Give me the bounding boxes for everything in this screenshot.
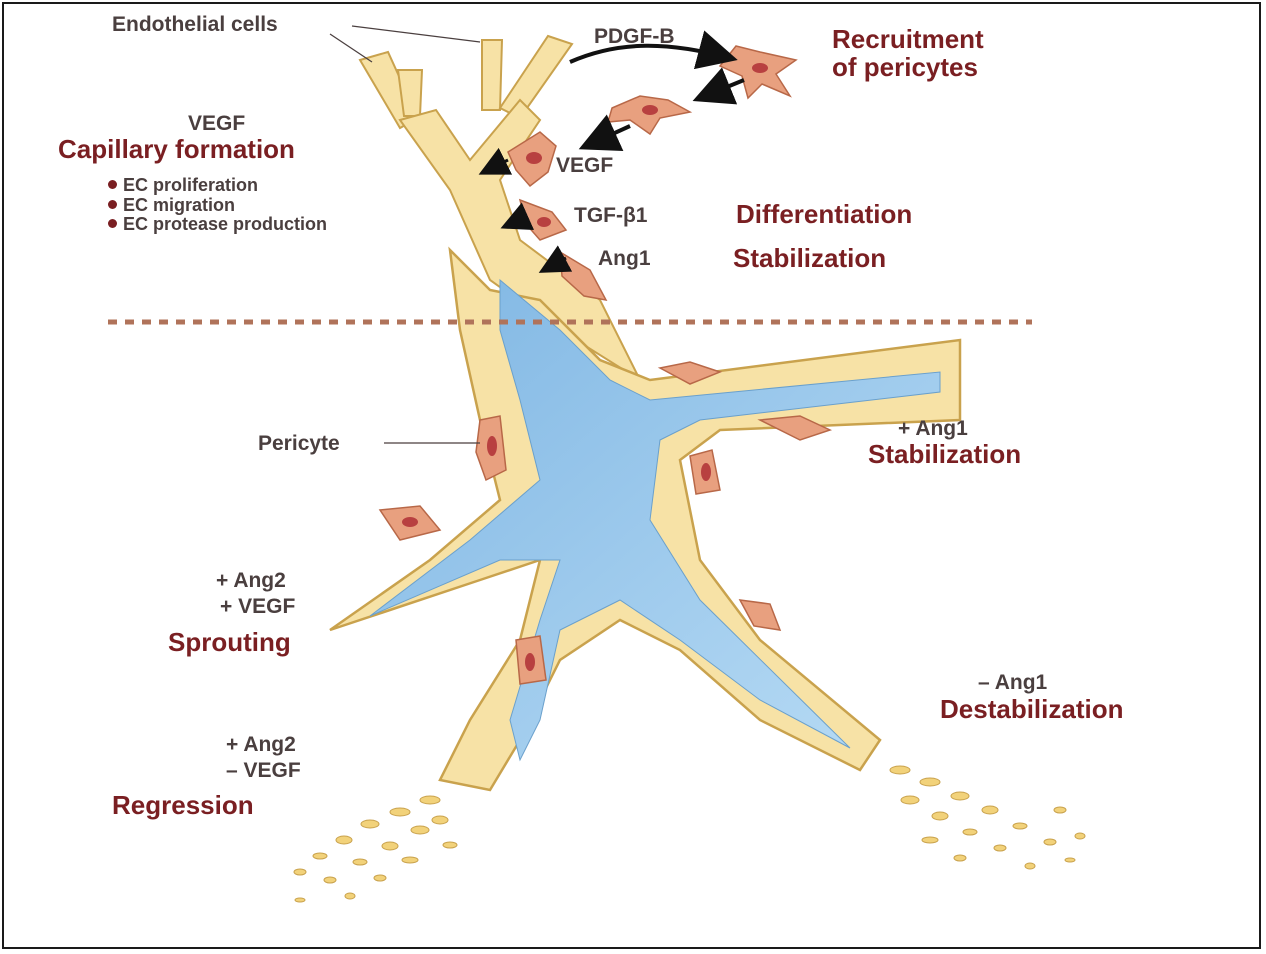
bullet-dot-icon [108,219,117,228]
vegf-mid-label: VEGF [556,155,613,176]
pdgf-b-label: PDGF-B [594,26,675,47]
sprouting-label: Sprouting [168,629,291,655]
ang1-label: Ang1 [598,248,651,269]
minus-ang1-label: – Ang1 [978,672,1047,693]
vegf-top-label: VEGF [188,113,245,134]
pericyte-label: Pericyte [258,433,340,454]
regress-vegf-label: – VEGF [226,760,301,781]
endothelial-cells-label: Endothelial cells [112,14,278,35]
stabilization-right-label: Stabilization [868,441,1021,467]
bullet-text: EC protease production [123,214,327,234]
sprout-ang2-label: + Ang2 [216,570,286,591]
bullet-dot-icon [108,180,117,189]
differentiation-label: Differentiation [736,201,912,227]
stabilization-top-label: Stabilization [733,245,886,271]
destabilization-label: Destabilization [940,696,1123,722]
destabilization-debris [890,766,1085,869]
plus-ang1-label: + Ang1 [898,418,968,439]
regression-debris [294,796,457,902]
bullet-item: EC protease production [108,215,327,233]
sprout-vegf-label: + VEGF [220,596,295,617]
arrow-icon [586,126,630,146]
arrow-icon [700,80,744,98]
recruitment-label-1: Recruitment [832,26,984,52]
bullet-item: EC migration [108,196,235,214]
capillary-formation-label: Capillary formation [58,136,295,162]
bullet-dot-icon [108,200,117,209]
bullet-text: EC proliferation [123,175,258,195]
bullet-item: EC proliferation [108,176,258,194]
tgf-b1-label: TGF-β1 [574,205,647,226]
recruitment-label-2: of pericytes [832,54,978,80]
regression-label: Regression [112,792,254,818]
bullet-text: EC migration [123,195,235,215]
regress-ang2-label: + Ang2 [226,734,296,755]
arrow-icon [570,46,730,62]
